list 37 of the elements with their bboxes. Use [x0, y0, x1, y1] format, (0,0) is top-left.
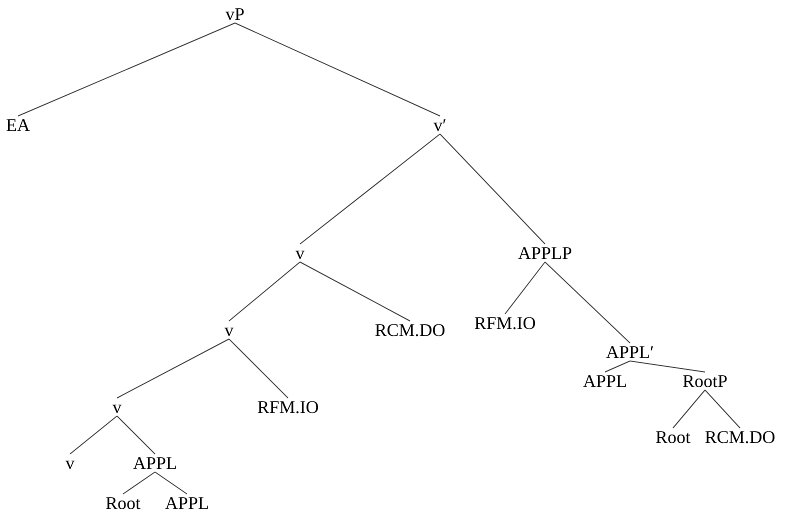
tree-node-label: APPLP	[518, 243, 572, 263]
tree-branch-line	[604, 360, 630, 372]
tree-node-label: v′	[434, 115, 446, 135]
tree-branch-line	[116, 416, 156, 454]
tree-branch-line	[228, 338, 288, 398]
tree-node-label: RCM.DO	[374, 320, 446, 340]
tree-node-label: Root	[656, 427, 690, 447]
tree-node-label: APPL	[133, 453, 177, 473]
tree-node-label: RFM.IO	[257, 397, 319, 417]
tree-branch-line	[544, 262, 630, 344]
tree-branch-line	[116, 338, 230, 398]
tree-branch-line	[300, 262, 410, 322]
tree-node-label: v	[224, 320, 234, 340]
tree-branch-line	[18, 22, 236, 116]
tree-node-label: vP	[226, 4, 244, 24]
tree-node-label: v	[112, 397, 122, 417]
tree-node-label: v	[66, 453, 74, 473]
tree-branch-line	[300, 134, 440, 244]
tree-branch-line	[228, 262, 300, 322]
tree-branch-line	[234, 22, 440, 116]
tree-branch-line	[704, 390, 740, 428]
tree-branch-line	[630, 360, 706, 372]
tree-node-label: APPL	[165, 493, 209, 513]
tree-node-label: RFM.IO	[474, 313, 536, 333]
tree-node-label: v	[296, 243, 304, 263]
tree-branch-line	[672, 390, 706, 428]
tree-node-label: APPL′	[606, 342, 654, 362]
tree-node-label: Root	[106, 493, 140, 513]
tree-branch-line	[70, 416, 118, 454]
tree-node-label: RCM.DO	[704, 427, 776, 447]
tree-branch-line	[154, 472, 188, 494]
tree-node-label: APPL	[583, 371, 627, 391]
tree-branch-line	[440, 134, 546, 244]
tree-branch-line	[504, 262, 546, 314]
tree-branch-line	[122, 472, 156, 494]
tree-node-label: EA	[6, 115, 30, 135]
tree-node-label: RootP	[682, 371, 728, 391]
